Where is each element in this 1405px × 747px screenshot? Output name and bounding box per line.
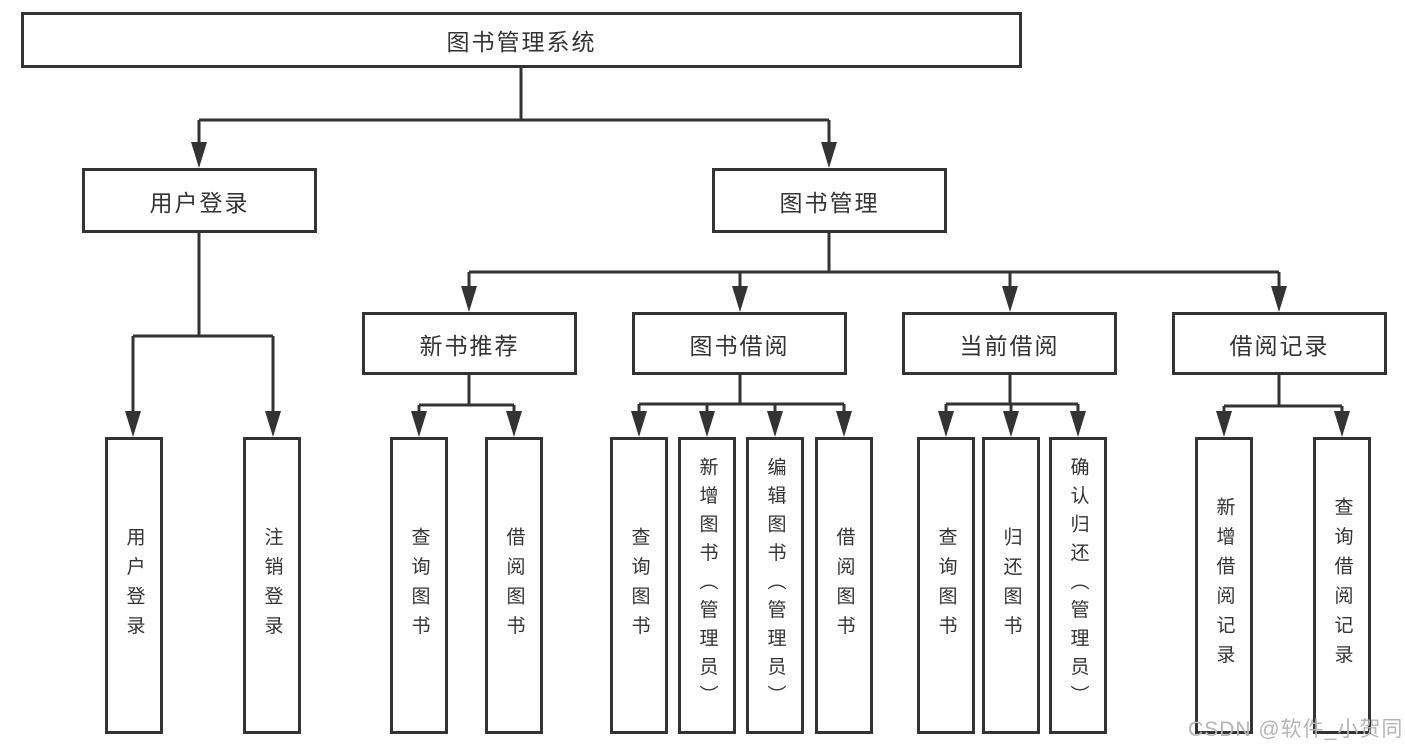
leaf-current-return-books: 归还图书: [982, 437, 1040, 734]
node-borrowing-records: 借阅记录: [1172, 312, 1387, 375]
leaf-current-confirm-return-admin-label: 确认归还（管理员）: [1067, 457, 1089, 714]
leaf-recommend-borrow-books: 借阅图书: [485, 437, 543, 734]
leaf-borrowing-borrow-books: 借阅图书: [815, 437, 873, 734]
leaf-user-login: 用户登录: [105, 437, 163, 734]
leaf-records-add-record-label: 新增借阅记录: [1213, 497, 1235, 674]
leaf-user-login-label: 用户登录: [123, 526, 145, 645]
csdn-watermark: CSDN @软件_小贺同学: [1188, 718, 1405, 741]
node-new-book-recommend-label: 新书推荐: [419, 332, 520, 359]
leaf-borrowing-add-books-admin-label: 新增图书（管理员）: [696, 457, 718, 714]
leaf-borrowing-query-books-label: 查询图书: [628, 526, 650, 645]
node-borrowing-records-label: 借阅记录: [1229, 332, 1330, 359]
leaf-borrowing-add-books-admin: 新增图书（管理员）: [678, 437, 736, 734]
arrowheads: [125, 142, 1350, 437]
leaf-current-confirm-return-admin: 确认归还（管理员）: [1049, 437, 1107, 734]
leaf-borrowing-borrow-books-label: 借阅图书: [833, 526, 855, 645]
leaf-records-add-record: 新增借阅记录: [1195, 437, 1253, 734]
leaf-borrowing-edit-books-admin-label: 编辑图书（管理员）: [764, 457, 786, 714]
node-book-management: 图书管理: [712, 168, 947, 233]
leaf-logout: 注销登录: [243, 437, 301, 734]
node-root: 图书管理系统: [21, 12, 1022, 68]
leaf-current-return-books-label: 归还图书: [1000, 526, 1022, 645]
node-new-book-recommend: 新书推荐: [362, 312, 577, 375]
leaf-logout-label: 注销登录: [261, 526, 283, 645]
node-user-login-label: 用户登录: [149, 189, 250, 216]
leaf-records-query-record: 查询借阅记录: [1313, 437, 1371, 734]
node-current-borrowing: 当前借阅: [902, 312, 1117, 375]
leaf-recommend-borrow-books-label: 借阅图书: [503, 526, 525, 645]
node-root-label: 图书管理系统: [446, 29, 597, 55]
tree-edges: [131, 68, 1344, 415]
leaf-records-query-record-label: 查询借阅记录: [1331, 497, 1353, 674]
node-book-borrowing: 图书借阅: [632, 312, 847, 375]
leaf-current-query-books: 查询图书: [917, 437, 975, 734]
node-book-management-label: 图书管理: [779, 189, 880, 216]
node-book-borrowing-label: 图书借阅: [689, 332, 790, 359]
leaf-recommend-query-books: 查询图书: [390, 437, 448, 734]
leaf-borrowing-query-books: 查询图书: [610, 437, 668, 734]
leaf-current-query-books-label: 查询图书: [935, 526, 957, 645]
node-current-borrowing-label: 当前借阅: [959, 332, 1060, 359]
leaf-recommend-query-books-label: 查询图书: [408, 526, 430, 645]
leaf-borrowing-edit-books-admin: 编辑图书（管理员）: [746, 437, 804, 734]
node-user-login: 用户登录: [82, 168, 317, 233]
